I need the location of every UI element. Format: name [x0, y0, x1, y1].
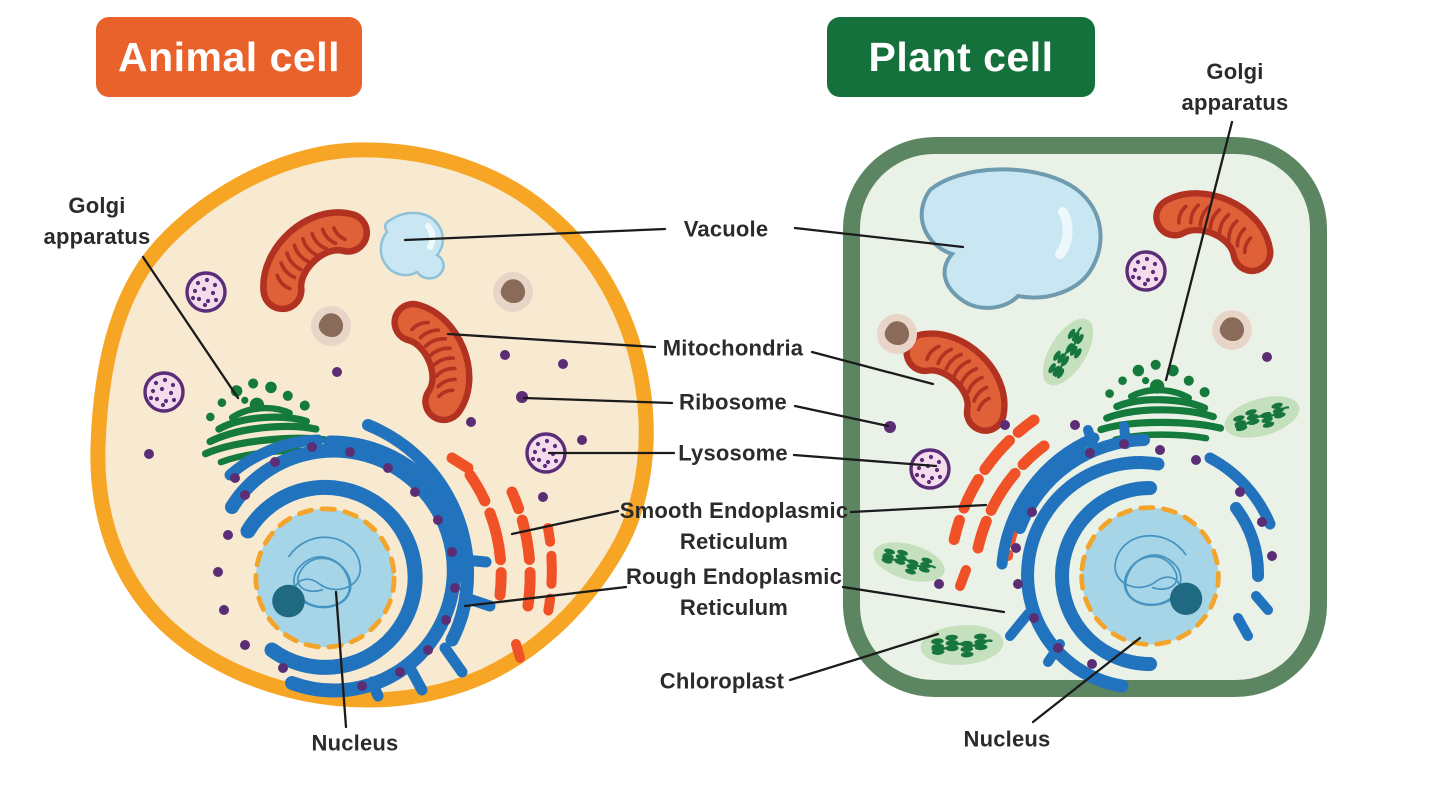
animal-lysosome-1	[185, 271, 227, 313]
plant-nucleus	[1082, 508, 1219, 645]
leader-golgi-animal	[141, 255, 240, 400]
label-smooth-er: Smooth Endoplasmic Reticulum	[619, 498, 849, 554]
plant-vesicle-2	[1212, 310, 1252, 350]
plant-vacuole	[919, 167, 1103, 310]
plant-cell	[843, 137, 1327, 697]
animal-smooth-er	[446, 452, 557, 663]
animal-nucleus	[256, 509, 394, 647]
animal-er-ribosome-dots	[213, 442, 460, 691]
animal-cell-badge: Animal cell	[96, 17, 362, 97]
animal-cell	[90, 142, 654, 708]
label-rough-er: Rough Endoplasmic Reticulum	[625, 564, 843, 620]
leader-mitochondria-left	[446, 332, 657, 349]
animal-vesicle-2	[493, 272, 533, 312]
leader-chloroplast	[788, 632, 940, 682]
plant-vesicle-1	[877, 314, 917, 354]
animal-ribosome-dots	[144, 350, 587, 502]
plant-lysosome-2	[909, 448, 951, 490]
leader-ribosome-right	[793, 404, 890, 428]
leader-rough-er-right	[841, 585, 1006, 614]
leader-nucleus-plant	[1031, 636, 1142, 724]
animal-vesicle-1	[311, 306, 351, 346]
label-mitochondria: Mitochondria	[662, 335, 804, 361]
label-vacuole: Vacuole	[683, 216, 769, 242]
label-ribosome: Ribosome	[679, 389, 787, 415]
leader-mitochondria-right	[810, 350, 935, 386]
label-lysosome: Lysosome	[678, 440, 788, 466]
leader-golgi-plant	[1164, 120, 1234, 382]
leader-nucleus-animal	[334, 590, 348, 729]
leader-lysosome-right	[792, 453, 938, 468]
animal-rough-er	[224, 419, 496, 702]
leader-vacuole-left	[403, 227, 667, 242]
plant-ribosome-dots	[884, 352, 1272, 589]
label-golgi-apparatus-plant: Golgi apparatus	[1181, 59, 1289, 115]
animal-vacuole	[379, 211, 445, 280]
plant-er-ribosome-dots	[1011, 439, 1277, 669]
leader-ribosome-left	[522, 396, 674, 405]
leader-vacuole-right	[793, 226, 965, 249]
plant-lysosome-1	[1125, 250, 1167, 292]
label-chloroplast: Chloroplast	[659, 668, 785, 694]
leader-lines	[141, 120, 1234, 729]
plant-cell-badge: Plant cell	[827, 17, 1095, 97]
label-golgi-apparatus-animal: Golgi apparatus	[43, 193, 151, 249]
leader-smooth-er-right	[849, 503, 988, 514]
leader-rough-er-left	[463, 585, 628, 608]
label-nucleus-animal: Nucleus	[311, 730, 399, 756]
label-nucleus-plant: Nucleus	[963, 726, 1051, 752]
leader-smooth-er-left	[510, 509, 620, 536]
animal-lysosome-2	[143, 371, 185, 413]
